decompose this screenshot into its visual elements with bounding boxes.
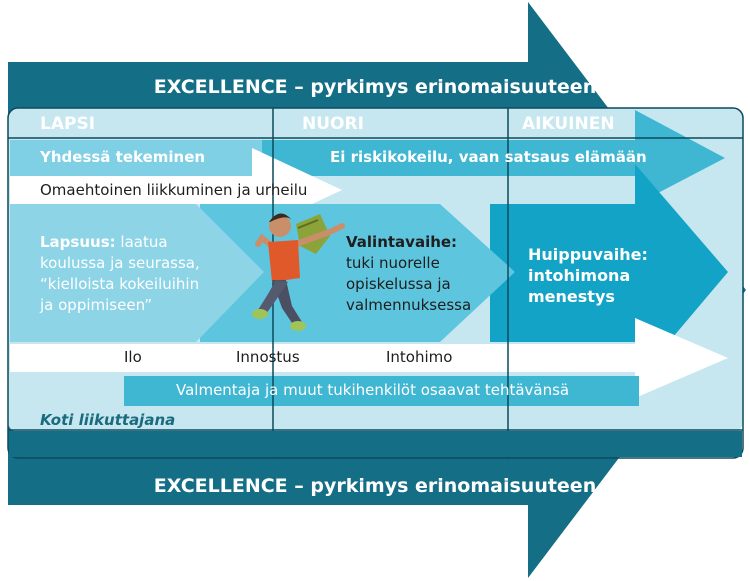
column-header-nuori: NUORI: [302, 114, 364, 134]
bottom-dark-band: [9, 431, 742, 457]
no-risk-label: Ei riskikokeilu, vaan satsaus elämään: [330, 148, 647, 166]
emotion-innostus: Innostus: [236, 348, 300, 366]
no-risk-arrow: [262, 110, 725, 205]
emotions-arrow: [10, 318, 728, 398]
peak-phase-text: Huippuvaihe: intohimona menestys: [528, 244, 648, 307]
selection-phase-text: Valintavaihe: tuki nuorelle opiskelussa …: [346, 232, 471, 316]
top-banner: EXCELLENCE – pyrkimys erinomaisuuteen: [153, 76, 597, 98]
coach-label: Valmentaja ja muut tukihenkilöt osaavat …: [176, 381, 570, 399]
column-dividers: [7, 107, 744, 459]
emotion-ilo: Ilo: [124, 348, 142, 366]
peak-line1: Huippuvaihe:: [528, 245, 648, 264]
peak-line2: intohimona: [528, 266, 631, 285]
childhood-line1: laatua: [115, 233, 168, 251]
together-band: [10, 140, 262, 176]
childhood-line2: koulussa ja seurassa,: [40, 254, 200, 272]
selection-arrow: [200, 204, 515, 342]
self-motivated-label: Omaehtoinen liikkuminen ja urheilu: [40, 181, 308, 199]
childhood-title: Lapsuus:: [40, 233, 116, 251]
selection-title: Valintavaihe:: [346, 233, 458, 251]
jumping-youth-figure-icon: [252, 213, 345, 331]
coach-band: [124, 376, 639, 406]
column-header-lapsi: LAPSI: [40, 114, 96, 134]
peak-line3: menestys: [528, 287, 615, 306]
peak-arrow: [490, 164, 728, 382]
childhood-line4: ja oppimiseen”: [40, 296, 153, 314]
column-header-aikuinen: AIKUINEN: [522, 114, 615, 134]
together-label: Yhdessä tekeminen: [40, 148, 206, 166]
home-label: Koti liikuttajana: [40, 411, 176, 429]
childhood-line3: “kielloista kokeiluihin: [40, 275, 200, 293]
emotion-intohimo: Intohimo: [386, 348, 453, 366]
selection-line2: opiskelussa ja: [346, 275, 451, 293]
selection-line3: valmennuksessa: [346, 296, 472, 314]
selection-line1: tuki nuorelle: [346, 254, 440, 272]
childhood-phase-text: Lapsuus: laatua koulussa ja seurassa, “k…: [40, 232, 200, 316]
childhood-chevron: [10, 204, 264, 342]
bottom-banner: EXCELLENCE – pyrkimys erinomaisuuteen: [153, 475, 597, 497]
